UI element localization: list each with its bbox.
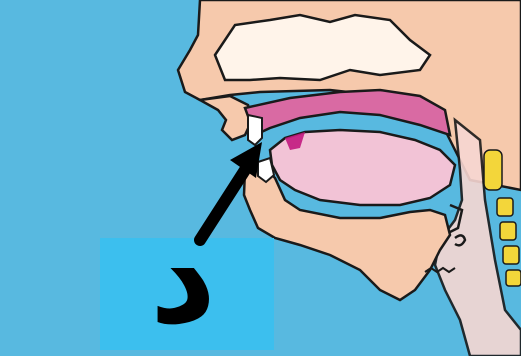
upper-teeth [248, 115, 262, 145]
vertebra [503, 246, 519, 264]
vertebra [506, 270, 521, 286]
lower-teeth [258, 158, 274, 182]
vertebra [484, 150, 502, 190]
vertebra [497, 198, 513, 216]
vertebra [500, 222, 516, 240]
